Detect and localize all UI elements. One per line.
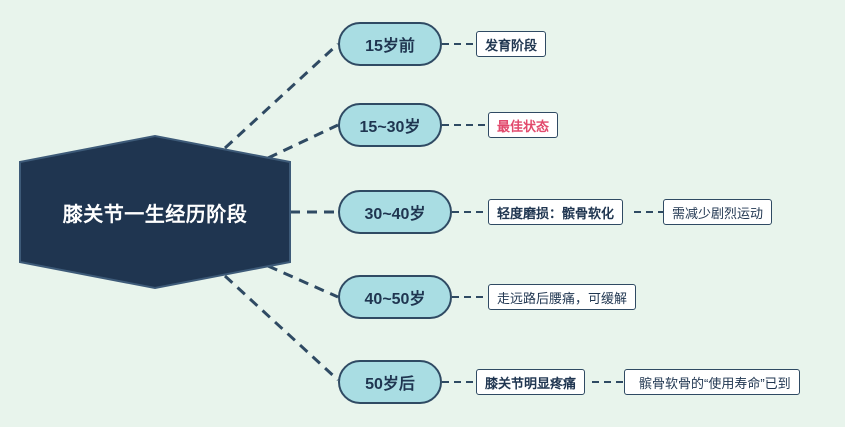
note-mild-wear: 轻度磨损：髌骨软化	[488, 199, 624, 225]
stage-node-40-50: 40~50岁	[338, 275, 452, 319]
note-reduce-exercise: 需减少剧烈运动	[663, 199, 773, 225]
connector-root-stage-4	[267, 264, 339, 299]
connector-root-stage-5	[223, 274, 340, 382]
stage-node-30-40: 30~40岁	[338, 190, 452, 234]
connector-root-stage-2	[267, 123, 339, 160]
stage-node-50-after: 50岁后	[338, 360, 442, 404]
connector-root-stage-1	[223, 42, 340, 150]
root-node-shape	[19, 134, 291, 290]
stage-node-15-30: 15~30岁	[338, 103, 442, 147]
note-pain-after-walking: 走远路后腰痛，可缓解	[488, 284, 637, 310]
root-node-label: 膝关节一生经历阶段	[62, 203, 248, 226]
note-best-condition: 最佳状态	[488, 112, 559, 138]
note-development-stage: 发育阶段	[476, 31, 547, 57]
stage-node-15-before: 15岁前	[338, 22, 442, 66]
note-cartilage-lifespan: 髌骨软骨的“使用寿命”已到	[624, 369, 800, 395]
note-obvious-knee-pain: 膝关节明显疼痛	[476, 369, 586, 395]
